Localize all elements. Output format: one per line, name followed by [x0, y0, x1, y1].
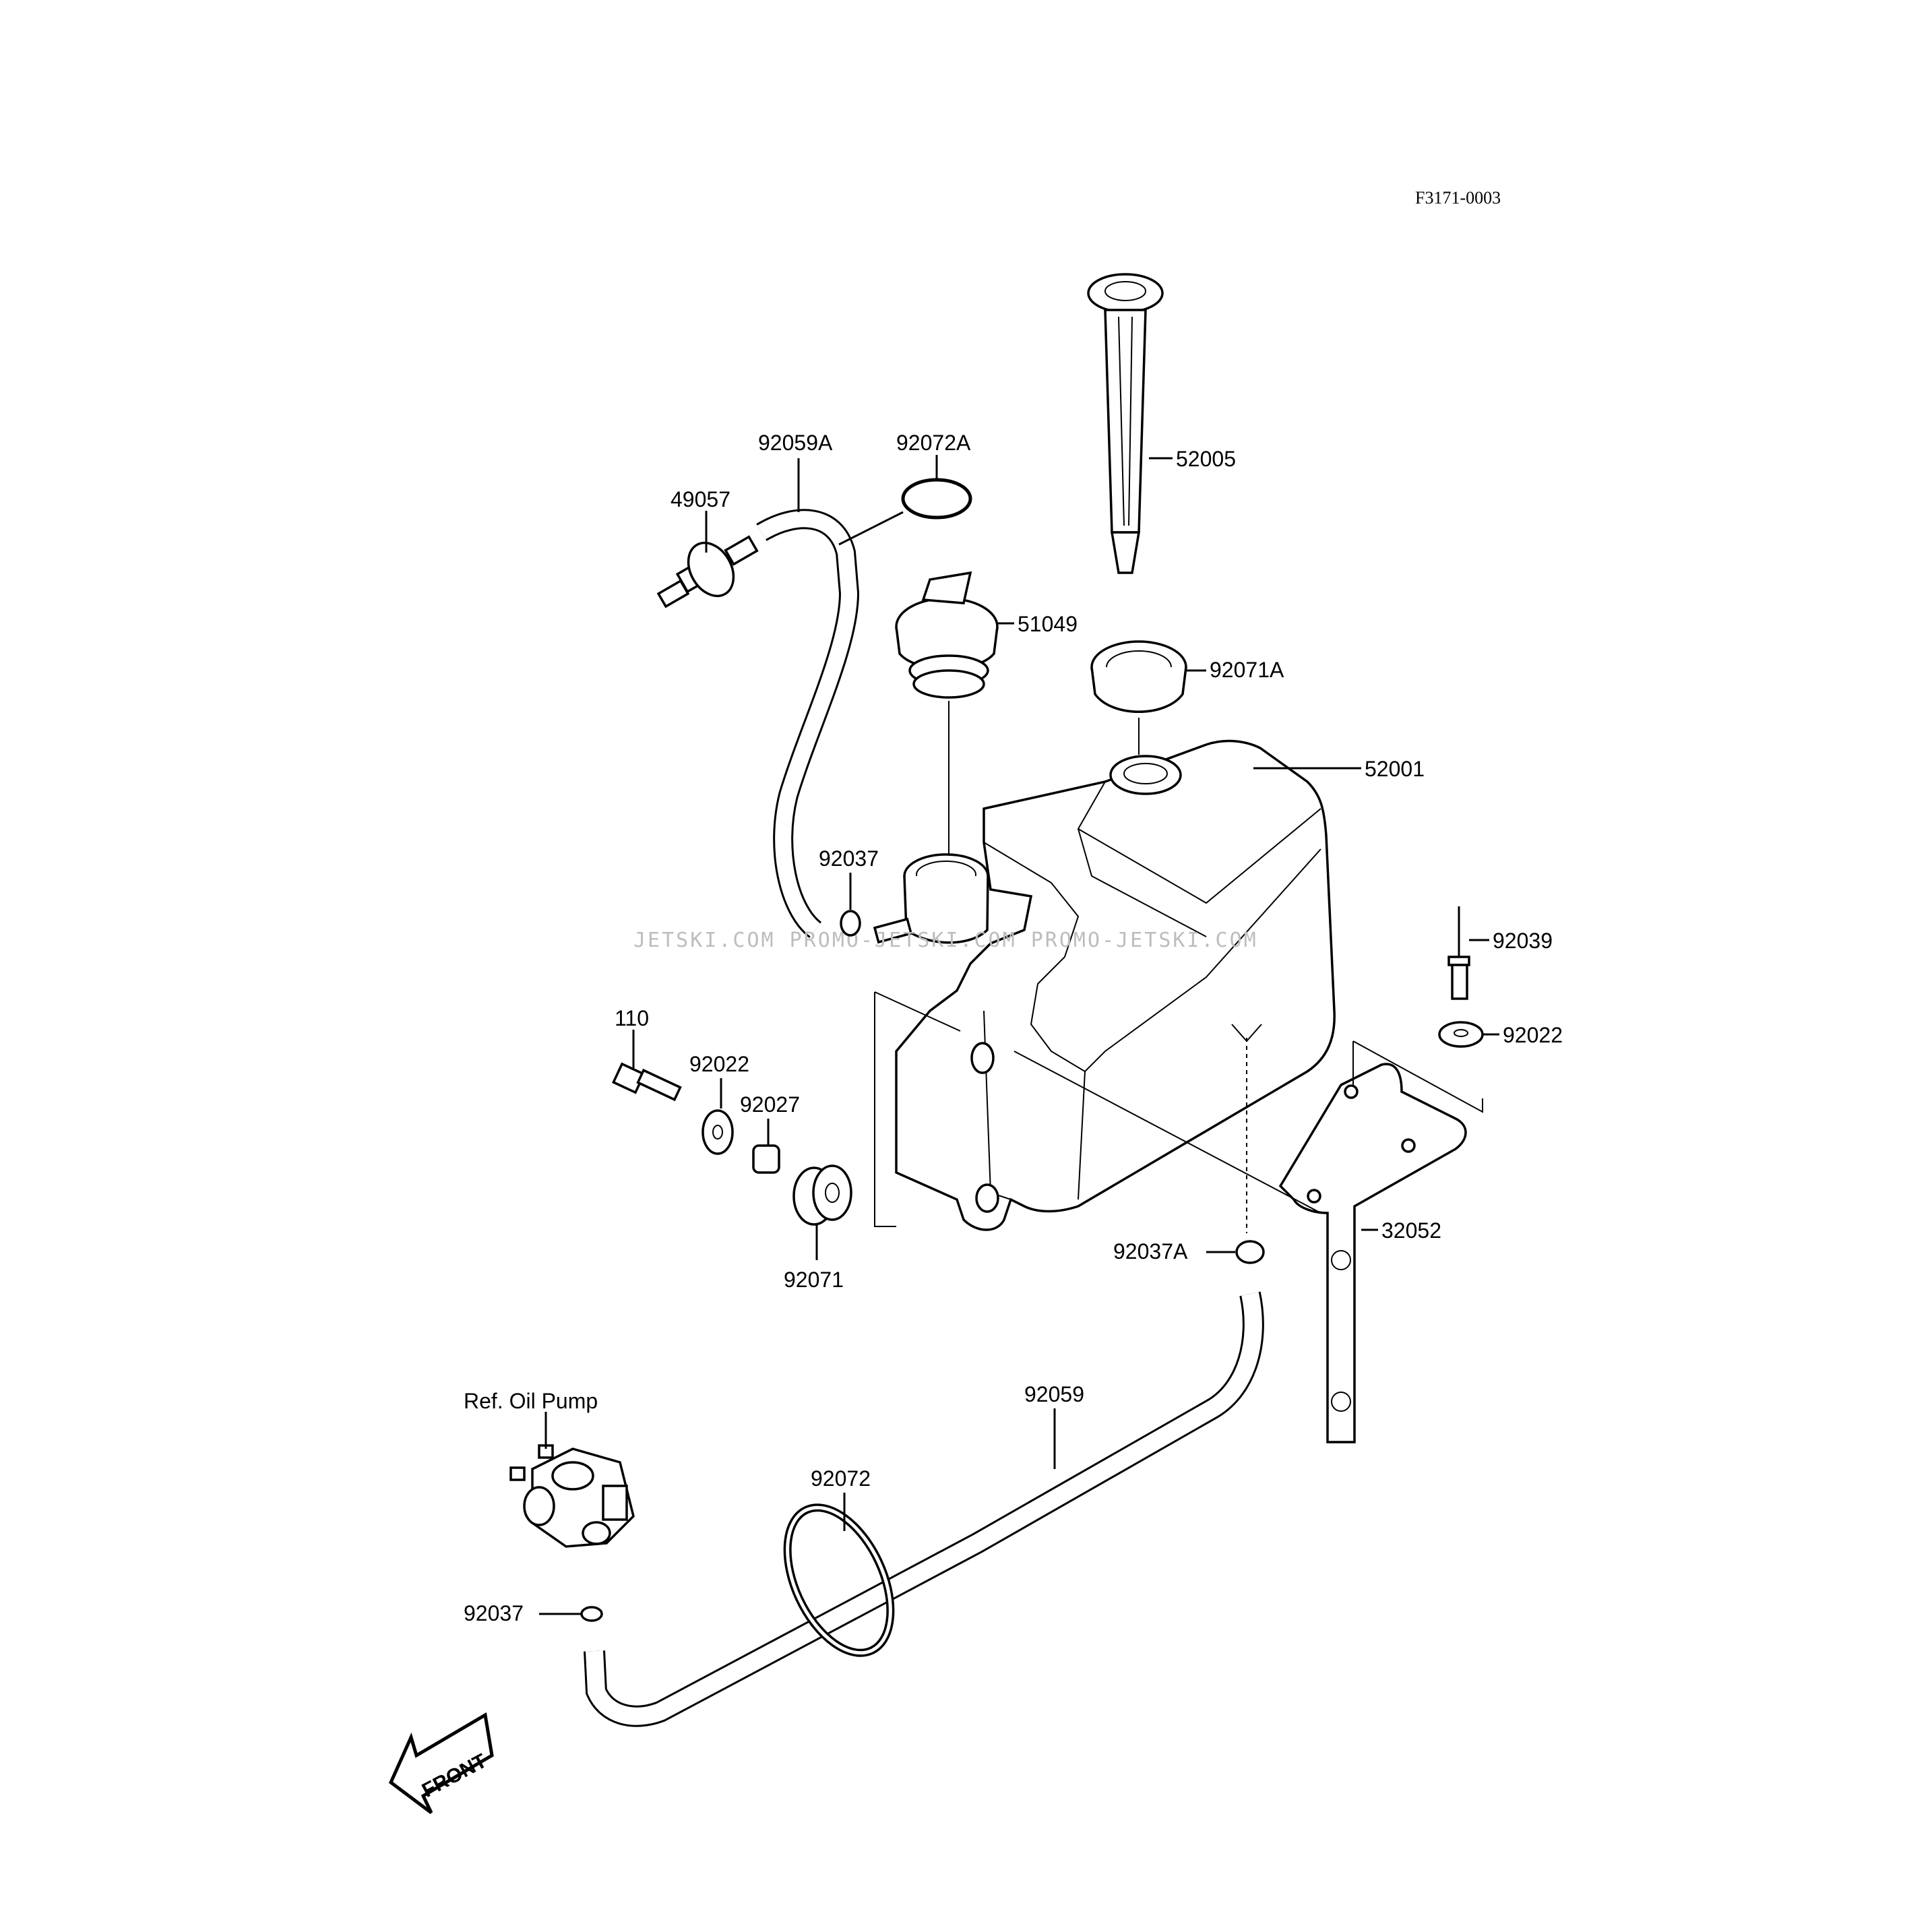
label-92022-left: 92022: [689, 1052, 749, 1076]
guide-left-mount: [874, 992, 896, 1227]
filter-49057: [656, 535, 759, 609]
clip-92037A: [1235, 1240, 1265, 1264]
guide-bracket-tank: [1014, 1051, 1321, 1214]
washer-92022-right-hole: [1454, 1029, 1468, 1037]
label-92039: 92039: [1493, 929, 1553, 953]
label-92022-right: 92022: [1503, 1023, 1563, 1047]
hose-92059-outline: [584, 1291, 1264, 1727]
front-arrow: FRONT: [388, 1712, 494, 1814]
bolt-110: [612, 1062, 682, 1102]
oil-gauge-52005: [1087, 273, 1164, 574]
clip-92037-bottom: [580, 1606, 603, 1622]
bracket-32052: [1278, 1063, 1467, 1443]
label-92072A: 92072A: [896, 431, 971, 455]
label-52001: 52001: [1365, 757, 1425, 781]
label-92072: 92072: [811, 1466, 871, 1491]
clamp-92072A: [901, 478, 972, 520]
label-52005: 52005: [1176, 447, 1236, 471]
label-92059: 92059: [1024, 1382, 1084, 1406]
label-92059A: 92059A: [758, 431, 833, 455]
label-92071: 92071: [784, 1268, 844, 1292]
hose-92059A: [757, 511, 858, 937]
washer-92022-left: [702, 1109, 734, 1155]
label-92037-bottom: 92037: [464, 1601, 524, 1625]
grommet-92071A: [1090, 640, 1187, 713]
label-92071A: 92071A: [1210, 658, 1284, 682]
collar-92027: [752, 1144, 780, 1174]
guide-left-mount-top: [874, 991, 961, 1032]
label-51049: 51049: [1018, 612, 1078, 636]
clamp-92072-inner: [786, 1505, 892, 1655]
drawing-code: F3171-0003: [1415, 188, 1501, 208]
cap-51049: [895, 571, 999, 699]
label-92037-top: 92037: [819, 846, 879, 871]
drain-outlet: [1231, 1024, 1262, 1042]
hose-92059: [586, 1292, 1262, 1725]
clip-92037-top: [840, 910, 861, 937]
label-92027: 92027: [740, 1092, 800, 1117]
washer-92022-right: [1438, 1021, 1484, 1048]
oil-pump: [509, 1444, 635, 1548]
label-49057: 49057: [671, 487, 730, 511]
watermark: JETSKI.COM PROMO-JETSKI.COM PROMO-JETSKI…: [633, 929, 1258, 952]
guide-bracket-right: [1352, 1040, 1483, 1113]
label-32052: 32052: [1381, 1218, 1441, 1243]
label-92037A: 92037A: [1113, 1239, 1188, 1264]
washer-92022-left-hole: [712, 1125, 723, 1140]
rivet-92039: [1447, 906, 1470, 1000]
label-110: 110: [615, 1006, 649, 1030]
ref-oil-pump-label: Ref. Oil Pump: [464, 1389, 598, 1413]
leader-92072A-hose: [838, 511, 904, 546]
mount-92071: [792, 1164, 852, 1226]
oil-tank-52001: [873, 739, 1336, 1231]
